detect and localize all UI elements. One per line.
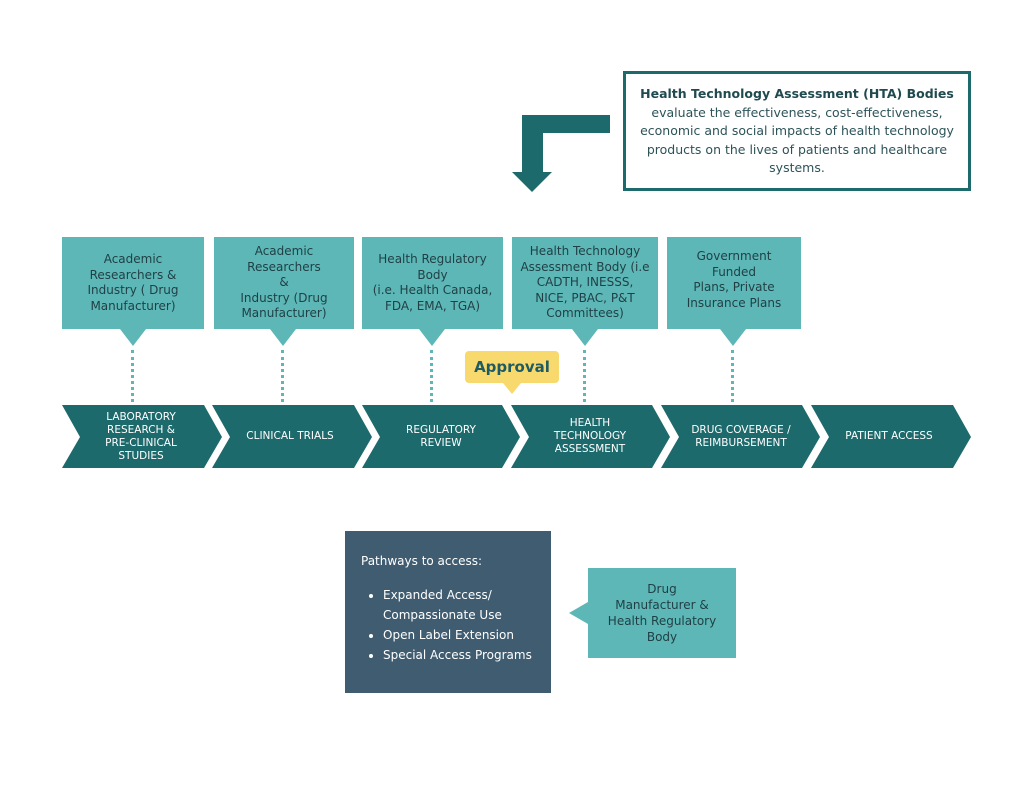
dotted-connector <box>583 350 586 402</box>
stage-label-coverage: DRUG COVERAGE / REIMBURSEMENT <box>691 423 791 449</box>
approval-pointer <box>503 383 521 394</box>
hta-title: Health Technology Assessment (HTA) Bodie… <box>640 86 954 101</box>
actor-label: Health Technology Assessment Body (i.e C… <box>520 244 650 321</box>
actor-label: Academic Researchers & Industry ( Drug M… <box>87 252 179 313</box>
hta-bodies-box: Health Technology Assessment (HTA) Bodie… <box>623 71 971 191</box>
pathways-box: Pathways to access: Expanded Access/ Com… <box>345 531 551 693</box>
list-item: Expanded Access/ Compassionate Use <box>383 585 537 625</box>
pathways-heading: Pathways to access: <box>361 554 483 568</box>
manufacturer-pointer <box>569 602 588 624</box>
dotted-connector <box>430 350 433 402</box>
dotted-connector <box>731 350 734 402</box>
stage-label-hta: HEALTH TECHNOLOGY ASSESSMENT <box>553 417 627 455</box>
actor-pointer <box>419 329 445 346</box>
actor-label: Government Funded Plans, Private Insuran… <box>686 249 782 310</box>
hta-bent-arrow <box>512 115 610 192</box>
actor-label: Health Regulatory Body (i.e. Health Cana… <box>372 252 493 313</box>
actor-pointer <box>270 329 296 346</box>
dotted-connector <box>131 350 134 402</box>
actor-box-hta-body: Health Technology Assessment Body (i.e C… <box>512 237 658 329</box>
list-item: Special Access Programs <box>383 645 537 665</box>
approval-callout: Approval <box>465 351 559 383</box>
actor-box-academic-lab: Academic Researchers & Industry ( Drug M… <box>62 237 204 329</box>
actor-box-payers: Government Funded Plans, Private Insuran… <box>667 237 801 329</box>
stage-chevron-coverage <box>661 405 820 468</box>
manufacturer-box: Drug Manufacturer & Health Regulatory Bo… <box>588 568 736 658</box>
stage-chevron-patient <box>811 405 971 468</box>
approval-label: Approval <box>474 358 550 376</box>
pathways-list: Expanded Access/ Compassionate Use Open … <box>361 585 537 665</box>
actor-box-academic-trials: Academic Researchers & Industry (Drug Ma… <box>214 237 354 329</box>
stage-chevron-regulatory <box>362 405 520 468</box>
stage-label-regulatory: REGULATORY REVIEW <box>406 423 476 449</box>
stage-chevron-lab <box>62 405 222 468</box>
stage-label-trials: CLINICAL TRIALS <box>246 430 334 442</box>
stage-label-patient: PATIENT ACCESS <box>845 430 933 442</box>
stage-chevrons <box>62 405 971 468</box>
actor-pointer <box>120 329 146 346</box>
actor-pointer <box>720 329 746 346</box>
actor-box-regulatory: Health Regulatory Body (i.e. Health Cana… <box>362 237 503 329</box>
hta-description: evaluate the effectiveness, cost-effecti… <box>640 104 954 176</box>
stage-chevron-trials <box>212 405 372 468</box>
list-item: Open Label Extension <box>383 625 537 645</box>
dotted-connector <box>281 350 284 402</box>
stage-label-lab: LABORATORY RESEARCH & PRE-CLINICAL STUDI… <box>105 410 177 462</box>
actor-pointer <box>572 329 598 346</box>
actor-label: Academic Researchers & Industry (Drug Ma… <box>240 244 328 321</box>
stage-chevron-hta <box>511 405 670 468</box>
manufacturer-label: Drug Manufacturer & Health Regulatory Bo… <box>607 582 717 644</box>
